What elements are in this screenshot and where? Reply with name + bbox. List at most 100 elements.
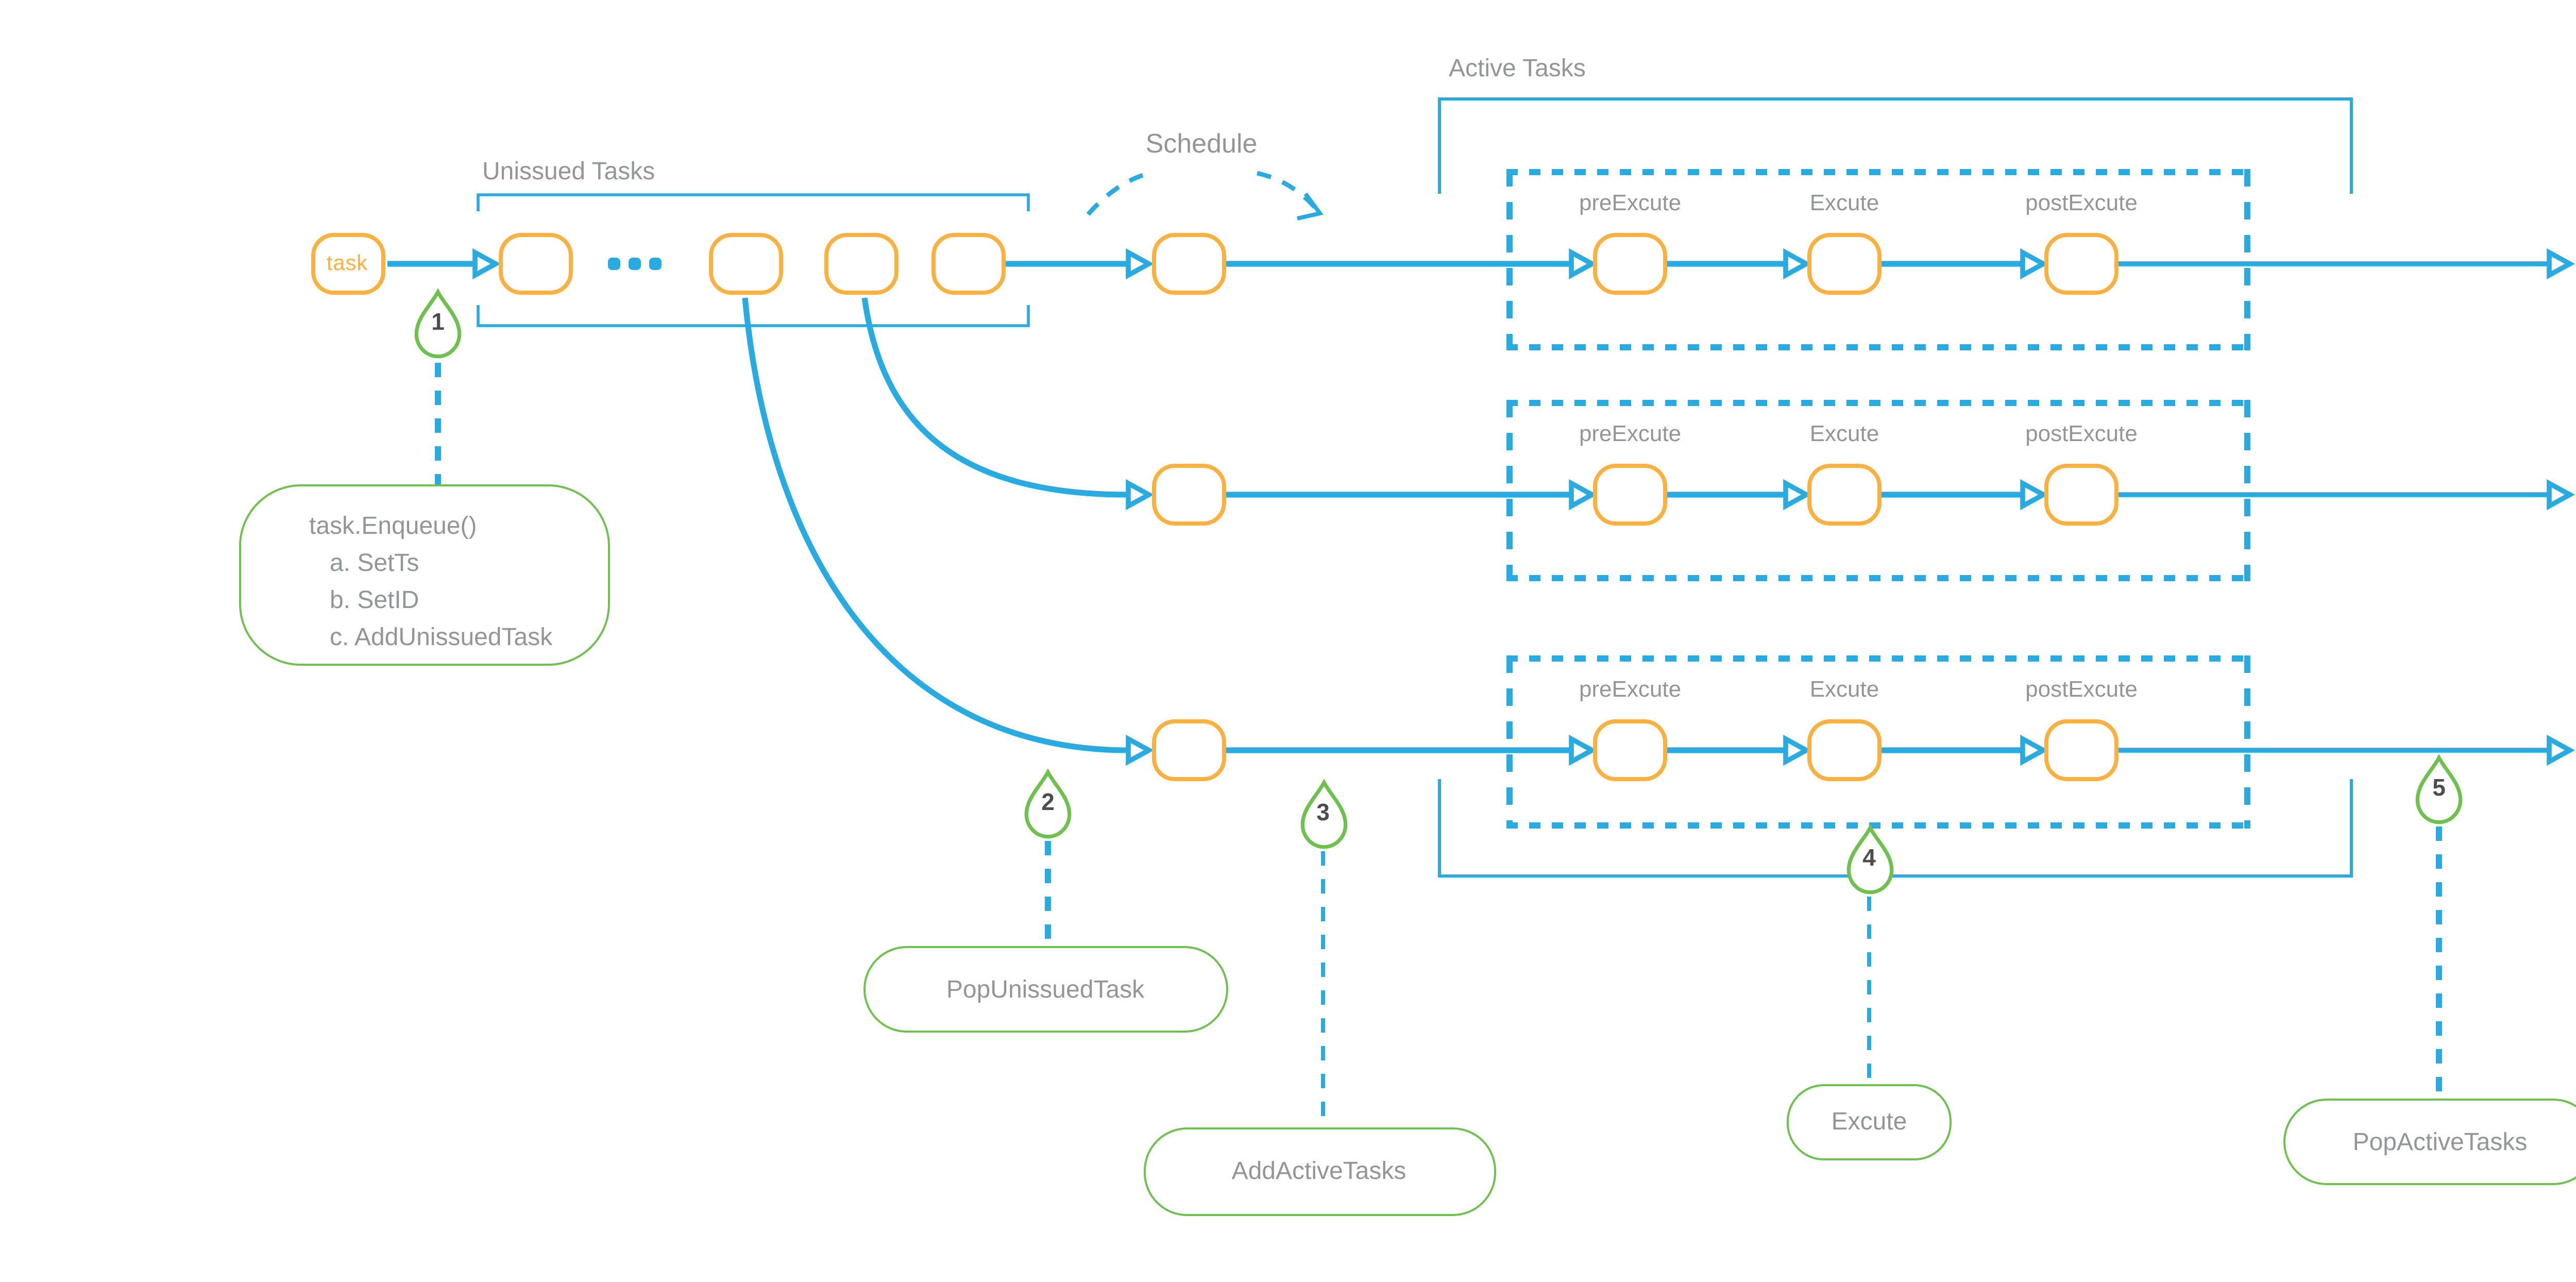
postexcute-node-row3 (2044, 719, 2119, 781)
arrowhead-icon (1569, 479, 1597, 511)
schedule-arc-right (1257, 171, 1321, 214)
stage-label-postexcute: postExcute (2025, 423, 2138, 447)
stage-label-postexcute: postExcute (2025, 678, 2138, 703)
postexcute-node-row1 (2044, 233, 2119, 295)
active-tasks-title: Active Tasks (1449, 54, 1586, 82)
marker-2-connector (1045, 841, 1050, 946)
step-number: 2 (1041, 791, 1055, 816)
scheduled-task-node-row1 (1152, 233, 1226, 295)
note-task-enqueue: task.Enqueue() a. SetTs b. SetID c. AddU… (239, 484, 610, 666)
worker-box-edge (1506, 400, 2250, 406)
arrowhead-icon (1126, 248, 1154, 280)
marker-4-connector (1866, 897, 1872, 1084)
arrowhead-icon (2547, 734, 2575, 766)
note-excute: Excute (1787, 1083, 1952, 1159)
schedule-arc-left (1086, 171, 1151, 216)
stage-label-postexcute: postExcute (2025, 192, 2138, 216)
preexcute-node-row1 (1593, 233, 1667, 295)
step-marker-2: 2 (1018, 769, 1078, 841)
queue-ellipsis-icon (629, 258, 641, 270)
step-marker-5: 5 (2409, 754, 2469, 826)
note-pop-unissued-task: PopUnissuedTask (862, 945, 1228, 1032)
worker-box-edge (1506, 823, 2250, 829)
arrowhead-icon (2020, 479, 2048, 511)
arrowhead-icon (2020, 248, 2048, 280)
step-number: 5 (2432, 777, 2446, 802)
queue-node (708, 233, 782, 295)
note-add-active-tasks: AddActiveTasks (1143, 1126, 1495, 1216)
queue-ellipsis-icon (608, 258, 620, 270)
drop-icon (1024, 769, 1072, 839)
worker-box-edge (1506, 655, 1512, 829)
note-line: b. SetID (330, 585, 419, 614)
drop-icon (2415, 754, 2463, 824)
worker-box-edge (1506, 169, 2250, 175)
unissued-bracket-bottom (477, 305, 1030, 327)
arrowhead-icon (1783, 248, 1811, 280)
step-number: 4 (1862, 847, 1876, 872)
arrowhead-icon (1126, 479, 1154, 511)
excute-node-row2 (1807, 464, 1882, 526)
arrowhead-icon (472, 248, 501, 280)
marker-5-connector (2436, 826, 2442, 1099)
active-bracket-top (1438, 97, 2353, 194)
note-line: task.Enqueue() (309, 511, 477, 540)
stage-label-preexcute: preExcute (1579, 423, 1682, 447)
preexcute-node-row2 (1593, 464, 1667, 526)
queue-node (823, 233, 897, 295)
arrowhead-icon (1569, 248, 1597, 280)
arrowhead-icon (1783, 479, 1811, 511)
stage-label-preexcute: preExcute (1579, 678, 1682, 703)
arrowhead-icon (1569, 734, 1597, 766)
preexcute-node-row3 (1593, 719, 1667, 781)
arrowhead-icon (1126, 734, 1154, 766)
step-marker-4: 4 (1839, 824, 1899, 897)
worker-box-row2 (1506, 400, 2250, 581)
note-line: a. SetTs (330, 548, 419, 577)
curve-queue-to-sched2 (861, 297, 1129, 498)
worker-box-row3 (1506, 655, 2250, 829)
scheduled-task-node-row3 (1152, 719, 1226, 781)
worker-box-edge (2245, 400, 2250, 581)
worker-box-edge (1506, 169, 1512, 350)
worker-box-edge (1506, 400, 1512, 581)
worker-box-edge (2245, 655, 2250, 829)
scheduled-task-node-row2 (1152, 464, 1226, 526)
stage-label-excute: Excute (1809, 423, 1879, 447)
schedule-arc-arrowhead-icon (1297, 192, 1324, 221)
drop-icon (1299, 779, 1347, 849)
excute-node-row1 (1807, 233, 1882, 295)
marker-3-connector (1320, 851, 1326, 1127)
arrowhead-icon (2547, 479, 2575, 511)
step-number: 3 (1316, 802, 1330, 826)
stage-label-preexcute: preExcute (1579, 192, 1682, 216)
task-node: task (310, 233, 384, 295)
queue-node (498, 233, 572, 295)
worker-box-edge (2245, 169, 2250, 350)
worker-box-edge (1506, 345, 2250, 350)
excute-node-row3 (1807, 719, 1882, 781)
active-bracket-bottom (1438, 779, 2353, 878)
curve-queue-to-sched3 (742, 297, 1129, 753)
note-line: c. AddUnissuedTask (330, 622, 553, 651)
worker-box-row1 (1506, 169, 2250, 350)
queue-node (931, 233, 1006, 295)
unissued-tasks-title: Unissued Tasks (482, 157, 655, 185)
arrowhead-icon (2020, 734, 2048, 766)
arrowhead-icon (2547, 248, 2575, 280)
step-number: 1 (431, 311, 445, 336)
step-marker-3: 3 (1293, 779, 1353, 851)
task-node-label: task (326, 251, 368, 276)
unissued-bracket-top (477, 193, 1030, 211)
postexcute-node-row2 (2044, 464, 2119, 526)
worker-box-edge (1506, 655, 2250, 661)
drop-icon (1845, 824, 1893, 895)
step-marker-1: 1 (408, 289, 468, 361)
marker-1-connector (435, 363, 440, 486)
worker-box-edge (1506, 576, 2250, 581)
schedule-title: Schedule (1145, 128, 1258, 159)
arrowhead-icon (1783, 734, 1811, 766)
stage-label-excute: Excute (1809, 192, 1879, 216)
